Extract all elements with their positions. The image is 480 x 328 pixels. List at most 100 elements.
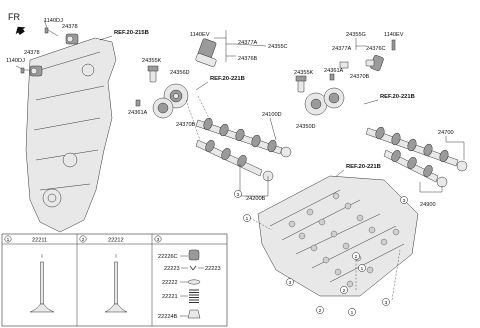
label-24356D-a: 24356D xyxy=(170,70,190,76)
bolt-icon xyxy=(20,67,25,74)
leader-line xyxy=(99,35,113,41)
label-24355K-b: 24355K xyxy=(294,70,314,76)
front-arrow-icon xyxy=(15,26,26,35)
label-1140EV-a: 1140EV xyxy=(190,32,210,38)
svg-text:1: 1 xyxy=(361,266,364,272)
leader-line xyxy=(195,81,209,91)
camshaft-24700 xyxy=(365,126,468,172)
label-24370B-b: 24370B xyxy=(350,74,370,80)
label-24350D: 24350D xyxy=(296,124,316,130)
table-col3-marker xyxy=(154,235,162,243)
table-col1-part: 22211 xyxy=(32,238,47,244)
table-col1-number: 1 xyxy=(7,237,10,243)
label-24361A-a: 24361A xyxy=(128,110,148,116)
ref-20-221B-b: REF.20-221B xyxy=(380,94,415,100)
label-22226C: 22226C xyxy=(158,254,178,260)
svg-text:1: 1 xyxy=(351,310,354,316)
valve-spring-icon xyxy=(189,289,199,303)
label-24100D: 24100D xyxy=(262,112,282,118)
label-24700: 24700 xyxy=(438,130,454,136)
svg-text:3: 3 xyxy=(237,192,240,198)
cam-phaser-right xyxy=(304,92,328,116)
label-24200B: 24200B xyxy=(246,196,266,202)
ref-20-221B-a: REF.20-221B xyxy=(210,76,245,82)
label-24355K-a: 24355K xyxy=(142,58,162,64)
callout-3: 3 xyxy=(400,196,408,204)
cylinder-head xyxy=(257,175,419,297)
oil-control-valve-left-upper xyxy=(65,33,79,45)
table-col1-marker xyxy=(4,235,12,243)
dashed-guide xyxy=(249,217,401,301)
oil-control-valve-center xyxy=(195,38,217,67)
valve-intake-icon xyxy=(29,261,55,313)
valve-stem-seal-icon xyxy=(187,309,201,319)
label-24370B-a: 24370B xyxy=(176,122,196,128)
label-24361A-b: 24361A xyxy=(324,68,344,74)
label-22223-a: 22223 xyxy=(164,266,180,272)
label-1140DJ-a: 1140DJ xyxy=(44,18,63,24)
label-24376C: 24376C xyxy=(366,46,386,52)
bolt-24355K-a xyxy=(147,65,159,83)
svg-text:3: 3 xyxy=(289,280,292,286)
bolt-24355K-b xyxy=(295,75,307,93)
bolt-icon xyxy=(329,73,335,81)
camshaft-24100D xyxy=(195,117,292,158)
label-1140EV-b: 1140EV xyxy=(384,32,404,38)
svg-text:3: 3 xyxy=(403,198,406,204)
label-24355G: 24355G xyxy=(346,32,366,38)
valve-lifter-icon xyxy=(188,249,200,261)
label-24377A-b: 24377A xyxy=(332,46,352,52)
table-col2-marker xyxy=(79,235,87,243)
label-24355C: 24355C xyxy=(268,44,288,50)
leader-line xyxy=(214,30,236,62)
spring-retainer-icon xyxy=(187,279,201,285)
camshaft-24900 xyxy=(383,149,448,188)
leader-line xyxy=(445,136,465,160)
label-22224B: 22224B xyxy=(158,314,178,320)
leader-line xyxy=(419,182,443,193)
camshaft-24200B xyxy=(195,139,274,182)
label-24376B-a: 24376B xyxy=(238,56,258,62)
seal-icon xyxy=(339,61,349,69)
label-22221: 22221 xyxy=(162,294,178,300)
leader-line xyxy=(355,38,366,50)
front-direction-label: FR xyxy=(8,12,20,22)
svg-text:3: 3 xyxy=(385,300,388,306)
callout-3: 3 xyxy=(286,278,294,286)
callout-2: 2 xyxy=(316,306,324,314)
label-24378-b: 24378 xyxy=(24,50,40,56)
callout-2: 2 xyxy=(352,252,360,260)
oil-control-valve-left-lower xyxy=(29,65,43,77)
table-col3-number: 3 xyxy=(157,237,160,243)
bolt-icon xyxy=(44,27,49,34)
callout-3: 3 xyxy=(382,298,390,306)
svg-text:2: 2 xyxy=(343,288,346,294)
callout-1: 1 xyxy=(243,214,251,222)
leader-line xyxy=(363,99,379,105)
label-24900: 24900 xyxy=(420,202,436,208)
sprocket-24370B-b xyxy=(323,87,345,109)
label-24377A-a: 24377A xyxy=(238,40,258,46)
label-24378-a: 24378 xyxy=(62,24,78,30)
callout-1: 1 xyxy=(358,264,366,272)
label-22223-b: 22223 xyxy=(205,266,221,272)
label-22222: 22222 xyxy=(162,280,178,286)
sprocket-24370B-a xyxy=(152,97,174,119)
callout-2: 2 xyxy=(340,286,348,294)
oil-control-valve-right xyxy=(365,39,396,71)
svg-text:2: 2 xyxy=(319,308,322,314)
svg-text:1: 1 xyxy=(246,216,249,222)
ref-20-215B: REF.20-215B xyxy=(114,30,149,36)
ref-20-221B-c: REF.20-221B xyxy=(346,164,381,170)
callout-1: 1 xyxy=(348,308,356,316)
valve-exhaust-icon xyxy=(104,261,128,313)
leader-line xyxy=(235,43,267,47)
leader-line xyxy=(269,117,277,141)
callout-3: 3 xyxy=(234,190,242,198)
svg-text:2: 2 xyxy=(355,254,358,260)
dashed-guide xyxy=(185,95,211,141)
timing-cover xyxy=(25,37,117,233)
table-col2-number: 2 xyxy=(82,237,85,243)
